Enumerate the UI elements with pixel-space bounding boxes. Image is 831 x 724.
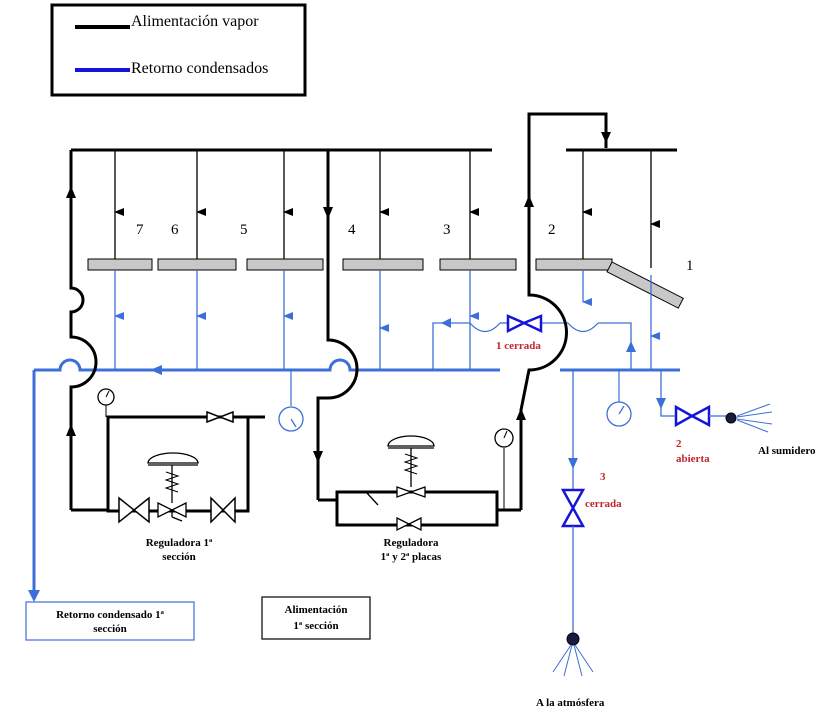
gate-valve-icon: [118, 496, 136, 524]
plate-3: [439, 258, 517, 271]
plate-1-number: 1: [686, 258, 694, 274]
steam-drops: [114, 150, 660, 268]
plate-6-number: 6: [171, 222, 179, 238]
regulator-plates12-label-line2: 1ª y 2ª placas: [381, 551, 442, 563]
condensate-headers: [28, 318, 680, 602]
steam-supply-line1: Alimentación: [285, 604, 348, 616]
atmosphere-label: A la atmósfera: [536, 697, 605, 709]
valve-2-state: abierta: [676, 453, 710, 465]
valve-3-number: 3: [600, 471, 606, 483]
valve-1-label: 1 cerrada: [496, 340, 541, 352]
plate-7: [87, 258, 153, 271]
condensate-return-line1: Retorno condensado 1ª: [56, 609, 165, 621]
valve-3-state: cerrada: [585, 498, 622, 510]
regulator-diaphragm-icon: [147, 452, 199, 464]
condensate-return-line2: sección: [93, 623, 127, 635]
plate-1: [606, 261, 684, 309]
condensate-gauges: [278, 370, 632, 432]
condensate-main-left: [34, 358, 500, 372]
plate-2: [535, 258, 613, 271]
plate-6: [157, 258, 237, 271]
steam-feed-right: [527, 112, 608, 230]
condensate-drops: [114, 270, 660, 370]
plate-5-number: 5: [240, 222, 248, 238]
plate-5: [246, 258, 324, 271]
regulator-plates12-label-line1: Reguladora: [384, 537, 440, 549]
legend: Alimentación vapor Retorno condensados: [50, 3, 307, 97]
spray-nozzle-icon: [566, 632, 580, 646]
plate-4: [342, 258, 424, 271]
regulator-section1-label-line1: Reguladora 1ª: [146, 537, 213, 549]
steam-supply-box: Alimentación 1ª sección: [261, 596, 371, 640]
regulator-section1-label-line2: sección: [162, 551, 196, 563]
steam-risers: [66, 150, 568, 510]
spray-nozzle-icon: [725, 412, 737, 424]
valve-1: 1 cerrada: [496, 314, 543, 352]
drain-label: Al sumidero: [758, 445, 816, 457]
steam-supply-line2: 1ª sección: [293, 620, 338, 632]
plate-2-number: 2: [548, 222, 556, 238]
valve-2: 2 abierta Al sumidero: [656, 370, 816, 465]
valve-2-number: 2: [676, 438, 682, 450]
plates: 7 6 5 4 3 2 1: [87, 222, 694, 309]
legend-steam-label: Alimentación vapor: [131, 13, 259, 30]
plate-7-number: 7: [136, 222, 144, 238]
plate-3-number: 3: [443, 222, 451, 238]
condensate-return-box: Retorno condensado 1ª sección: [25, 601, 195, 641]
plate-4-number: 4: [348, 222, 356, 238]
steam-headers: [71, 112, 677, 230]
legend-condensate-label: Retorno condensados: [131, 60, 268, 77]
regulator-section1: Reguladora 1ª sección: [71, 388, 265, 563]
valve-3: 3 cerrada A la atmósfera: [536, 370, 622, 709]
regulator-plates12: Reguladora 1ª y 2ª placas: [318, 428, 521, 563]
